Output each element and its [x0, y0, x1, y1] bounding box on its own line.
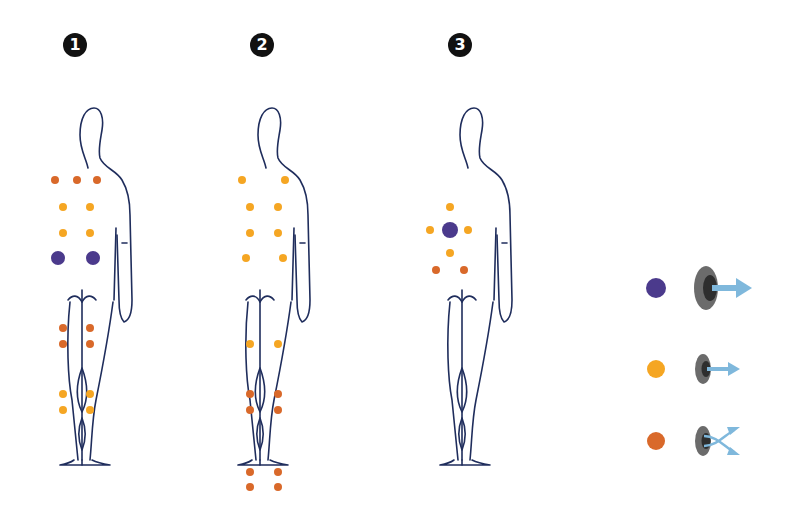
dots-figure-3	[426, 203, 472, 274]
callout-circle: 1	[63, 33, 87, 57]
callout-circle: 3	[448, 33, 472, 57]
callout-circle: 2	[250, 33, 274, 57]
dots-figure-1	[51, 176, 101, 414]
figure-1	[60, 108, 132, 465]
callout-number: 3	[454, 37, 465, 53]
figure-3	[440, 108, 512, 465]
legend-symbols	[646, 266, 752, 456]
dots-figure-2	[238, 176, 289, 491]
callout-number: 2	[256, 37, 267, 53]
callout-number: 1	[69, 37, 80, 53]
figure-2	[238, 108, 310, 465]
